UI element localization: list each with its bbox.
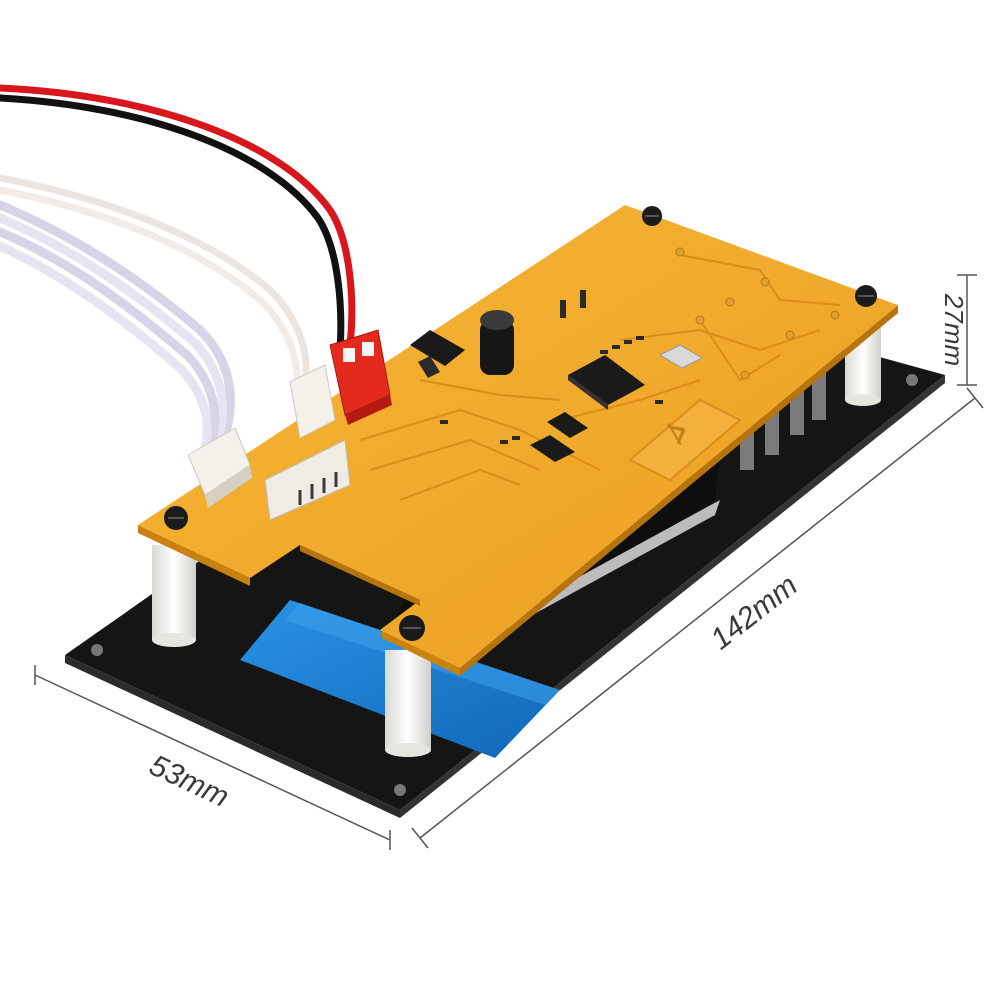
side-header <box>264 439 351 521</box>
dimension-width-label: 53mm <box>144 749 233 814</box>
panel-hole <box>394 784 406 796</box>
smd-components <box>440 290 663 444</box>
panel-hole <box>906 374 918 386</box>
dimension-height <box>957 274 977 386</box>
ic-small-2 <box>530 435 575 462</box>
standoff-front-right <box>385 650 431 757</box>
dimension-length <box>411 387 984 849</box>
voltage-regulator <box>410 330 465 378</box>
connector-white-4pin <box>187 427 252 508</box>
bluetooth-icon <box>667 423 686 445</box>
crystal-oscillator <box>658 344 704 369</box>
pcb-antenna <box>628 398 742 482</box>
dimension-width <box>34 665 391 850</box>
pcb-pads <box>675 247 840 380</box>
standoff-front-left <box>152 545 196 647</box>
panel-hole <box>91 644 103 656</box>
pcb-screws <box>164 206 877 641</box>
connector-white-2pin <box>289 364 336 439</box>
dimension-height-label: 27mm <box>939 293 969 366</box>
connector-red-2pin <box>329 329 392 425</box>
white-wire-bundle-2 <box>0 174 310 396</box>
red-black-wires <box>0 84 356 354</box>
capacitor <box>480 310 514 375</box>
white-wire-bundle-1 <box>0 200 235 471</box>
main-ic <box>568 355 645 410</box>
ic-small-1 <box>547 412 588 438</box>
dimension-length-label: 142mm <box>705 569 804 657</box>
